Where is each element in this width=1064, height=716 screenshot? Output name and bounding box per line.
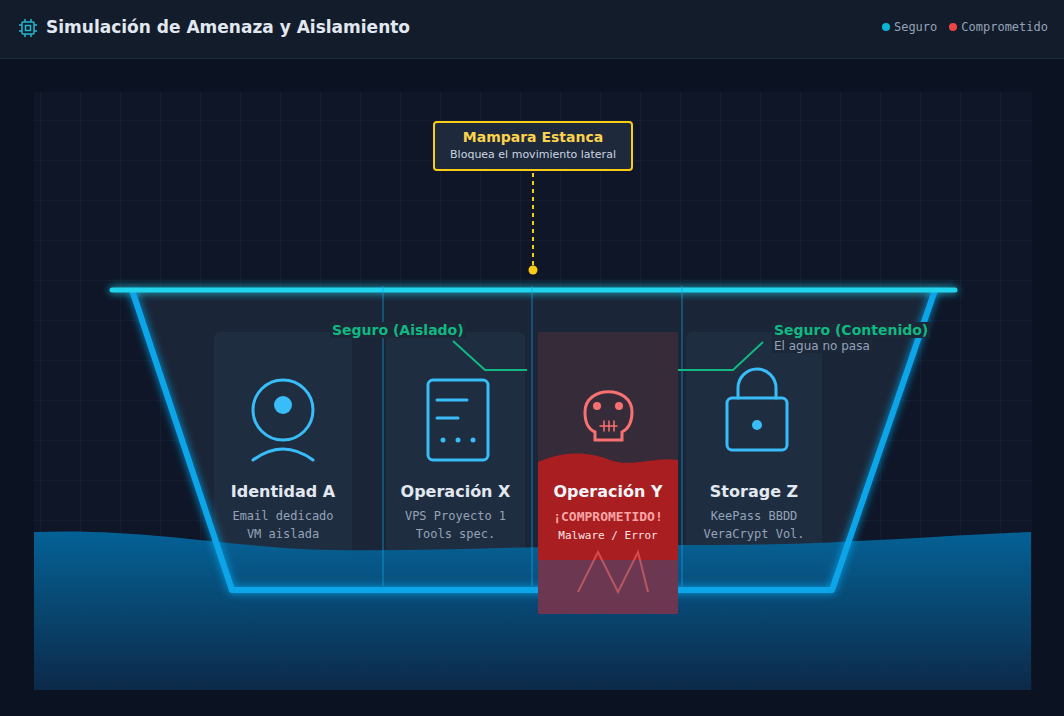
- node-detail: KeePass BBDD: [686, 509, 822, 523]
- leader-line: [453, 341, 527, 370]
- document-icon: [428, 380, 488, 460]
- annotation-label: El agua no pasa: [772, 339, 872, 353]
- node-heading: Storage Z: [686, 482, 822, 501]
- card: [686, 332, 822, 560]
- header: Simulación de Amenaza y Aislamiento Segu…: [0, 0, 1064, 58]
- node-detail: VeraCrypt Vol.: [686, 527, 822, 541]
- compartment: Storage Z KeePass BBDD VeraCrypt Vol.: [686, 482, 822, 541]
- skull-icon: [585, 392, 632, 440]
- annotation-label: Seguro (Aislado): [330, 322, 466, 338]
- legend-swatch: [882, 23, 890, 31]
- legend-item: Comprometido: [949, 20, 1048, 34]
- compartment: Operación X VPS Proyecto 1 Tools spec.: [386, 482, 525, 541]
- leader-dot: [529, 266, 538, 275]
- node-detail: VPS Proyecto 1: [386, 509, 525, 523]
- node-detail: VM aislada: [214, 527, 352, 541]
- node-detail: Bloquea el movimiento lateral: [443, 148, 623, 161]
- leader-line: [532, 173, 534, 266]
- page-title: Simulación de Amenaza y Aislamiento: [46, 17, 410, 37]
- stage-ground: [34, 92, 1032, 690]
- callout-box: Mampara EstancaBloquea el movimiento lat…: [433, 121, 633, 171]
- card: [214, 332, 352, 560]
- grid: [34, 92, 1032, 690]
- node-heading: Operación X: [386, 482, 525, 501]
- compartment: Operación Y ¡COMPROMETIDO! Malware / Error: [538, 482, 678, 542]
- flood: [538, 454, 678, 615]
- compartment: Identidad A Email dedicado VM aislada: [214, 482, 352, 541]
- legend-swatch: [949, 23, 957, 31]
- node-detail: Email dedicado: [214, 509, 352, 523]
- compromised-column: [538, 332, 678, 614]
- alert-zigzag: [578, 552, 648, 592]
- legend-item: Seguro: [882, 20, 937, 34]
- annotation-label: Seguro (Contenido): [772, 322, 930, 338]
- node-detail: ¡COMPROMETIDO!: [538, 509, 678, 524]
- node-detail: Tools spec.: [386, 527, 525, 541]
- flood-water: [538, 560, 678, 614]
- card: [386, 332, 525, 560]
- header-rule: [0, 58, 1064, 59]
- node-heading: Identidad A: [214, 482, 352, 501]
- leader-line: [678, 342, 763, 370]
- person-icon: [253, 380, 313, 460]
- header-bar: [0, 0, 1064, 58]
- hull-outline: [112, 290, 955, 590]
- legend: Seguro Comprometido: [882, 20, 1048, 34]
- legend-text: Seguro: [894, 20, 937, 34]
- node-heading: Operación Y: [538, 482, 678, 501]
- legend-text: Comprometido: [961, 20, 1048, 34]
- node-heading: Mampara Estanca: [443, 129, 623, 145]
- lock-icon: [727, 369, 787, 450]
- chip-icon: [19, 19, 37, 37]
- node-detail: Malware / Error: [538, 529, 678, 542]
